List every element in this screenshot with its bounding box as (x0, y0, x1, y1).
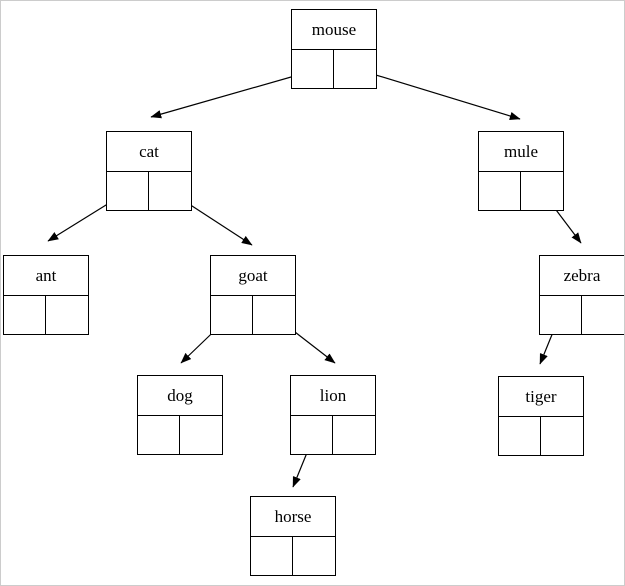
node-pointers-lion (291, 416, 375, 454)
node-pointers-cat (107, 172, 191, 210)
node-left-pointer-goat (211, 296, 253, 334)
tree-node-horse[interactable]: horse (250, 496, 336, 576)
node-pointers-mule (479, 172, 563, 210)
node-label-tiger: tiger (499, 377, 583, 417)
node-label-dog: dog (138, 376, 222, 416)
node-left-pointer-ant (4, 296, 46, 334)
node-label-ant: ant (4, 256, 88, 296)
node-left-pointer-zebra (540, 296, 582, 334)
node-pointers-ant (4, 296, 88, 334)
node-left-pointer-lion (291, 416, 333, 454)
node-label-horse: horse (251, 497, 335, 537)
node-label-zebra: zebra (540, 256, 624, 296)
tree-node-dog[interactable]: dog (137, 375, 223, 455)
node-pointers-horse (251, 537, 335, 575)
node-right-pointer-mule (521, 172, 563, 210)
tree-node-mule[interactable]: mule (478, 131, 564, 211)
node-right-pointer-zebra (582, 296, 624, 334)
tree-node-ant[interactable]: ant (3, 255, 89, 335)
tree-node-goat[interactable]: goat (210, 255, 296, 335)
node-left-pointer-horse (251, 537, 293, 575)
node-left-pointer-mule (479, 172, 521, 210)
tree-node-tiger[interactable]: tiger (498, 376, 584, 456)
node-right-pointer-tiger (541, 417, 583, 455)
tree-node-zebra[interactable]: zebra (539, 255, 624, 335)
node-pointers-dog (138, 416, 222, 454)
node-pointers-mouse (292, 50, 376, 88)
node-left-pointer-mouse (292, 50, 334, 88)
node-right-pointer-horse (293, 537, 335, 575)
node-pointers-goat (211, 296, 295, 334)
node-right-pointer-lion (333, 416, 375, 454)
tree-node-cat[interactable]: cat (106, 131, 192, 211)
node-label-lion: lion (291, 376, 375, 416)
node-label-goat: goat (211, 256, 295, 296)
node-right-pointer-ant (46, 296, 88, 334)
node-right-pointer-cat (149, 172, 191, 210)
node-right-pointer-goat (253, 296, 295, 334)
node-left-pointer-tiger (499, 417, 541, 455)
node-label-mule: mule (479, 132, 563, 172)
node-right-pointer-mouse (334, 50, 376, 88)
node-pointers-zebra (540, 296, 624, 334)
tree-edge-mouse-left-to-cat (150, 70, 313, 119)
node-label-cat: cat (107, 132, 191, 172)
node-pointers-tiger (499, 417, 583, 455)
node-right-pointer-dog (180, 416, 222, 454)
node-left-pointer-dog (138, 416, 180, 454)
tree-node-lion[interactable]: lion (290, 375, 376, 455)
tree-edge-mouse-right-to-mule (352, 67, 521, 121)
node-left-pointer-cat (107, 172, 149, 210)
tree-node-mouse[interactable]: mouse (291, 9, 377, 89)
node-label-mouse: mouse (292, 10, 376, 50)
